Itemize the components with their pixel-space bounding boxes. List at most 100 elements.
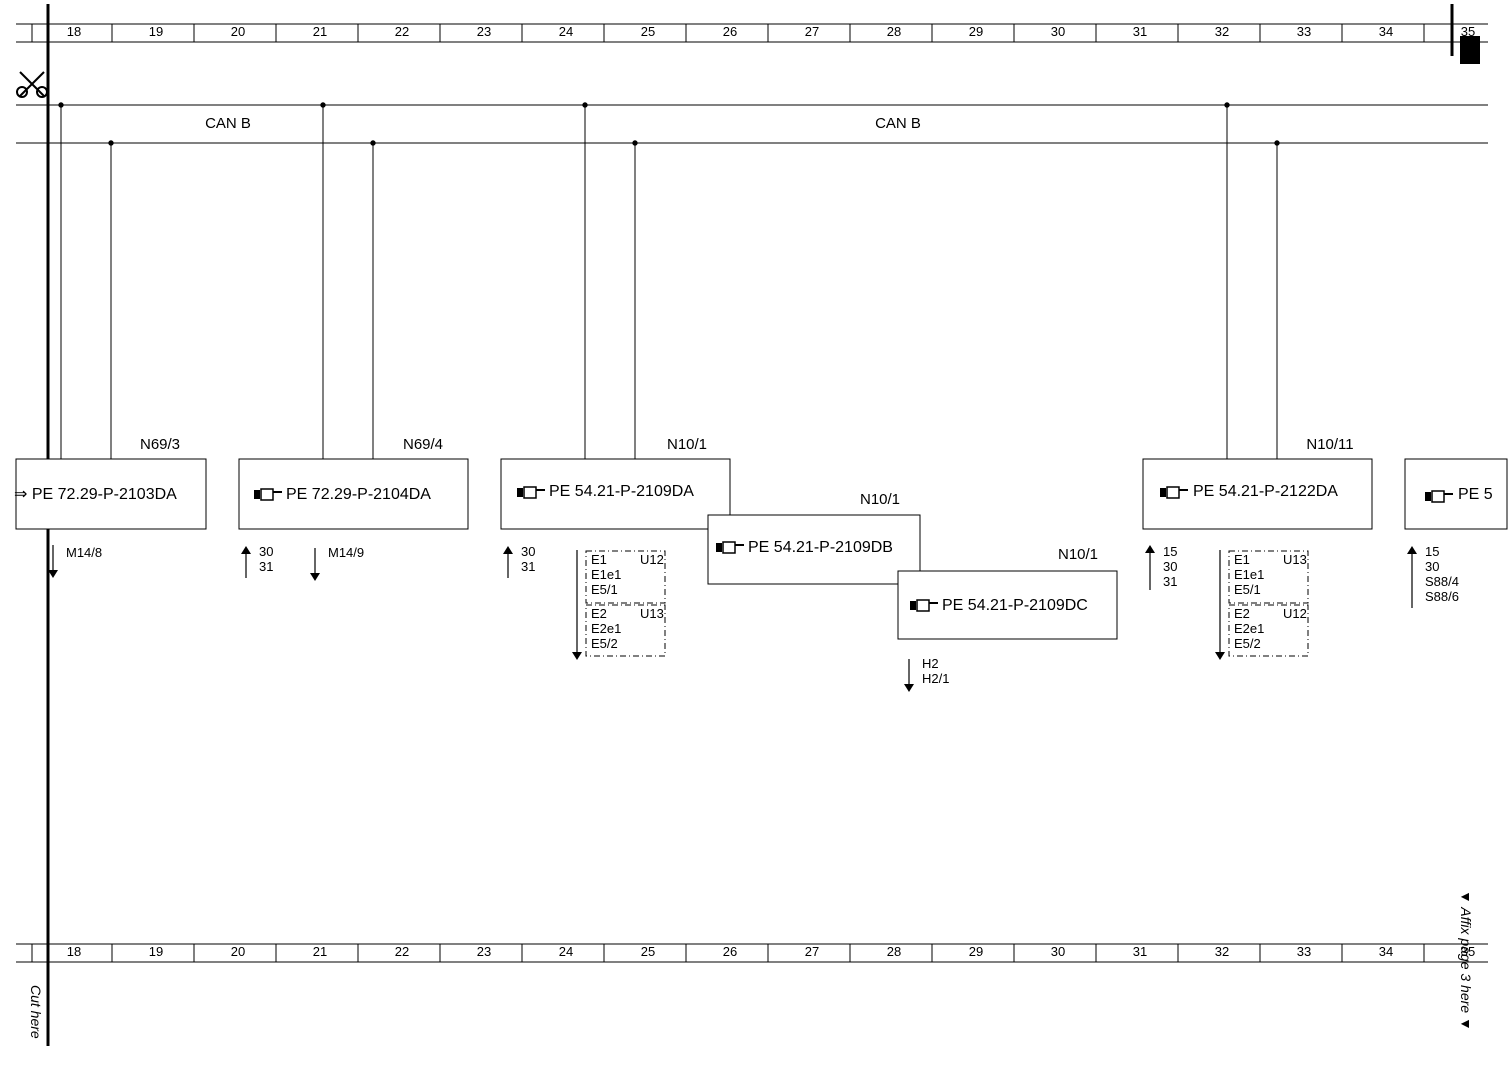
grid-number-32-top: 32 — [1215, 24, 1229, 39]
signal-label-30-a: 30 — [259, 544, 273, 559]
module-ref-n69-3[interactable]: ⇒ PE 72.29-P-2103DA — [14, 486, 177, 503]
module-ref-n10-1-dc[interactable]: PE 54.21-P-2109DC — [942, 597, 1088, 614]
grid-number-33-top: 33 — [1297, 24, 1311, 39]
module-id-n10-1-dc: N10/1 — [1058, 546, 1098, 563]
grid-number-28-bottom: 28 — [887, 944, 901, 959]
pointing-hand-icon — [1425, 490, 1453, 503]
cut-here-label: Cut here — [28, 985, 44, 1039]
signal-m14-9: M14/9 — [310, 545, 364, 581]
module-ref-n69-4[interactable]: PE 72.29-P-2104DA — [286, 486, 431, 503]
module-n10-1-da: N10/1 PE 54.21-P-2109DA — [500, 436, 731, 530]
module-n10-1-db: N10/1 PE 54.21-P-2109DB — [707, 491, 921, 585]
dashed-code-u13-right: U13 — [1283, 552, 1307, 567]
module-id-n10-1-da: N10/1 — [667, 436, 707, 453]
signal-label-15-r: 15 — [1425, 544, 1439, 559]
dashed-line-e1-left: E1 — [591, 552, 607, 567]
grid-number-24-top: 24 — [559, 24, 573, 39]
component-group-right: U13 E1 E1e1 E5/1 U12 E2 E2e1 E5/2 — [1215, 550, 1309, 660]
signal-label-m14-8: M14/8 — [66, 545, 102, 560]
grid-number-25-top: 25 — [641, 24, 655, 39]
module-id-n10-1-db: N10/1 — [860, 491, 900, 508]
signal-h2: H2 H2/1 — [904, 656, 949, 692]
grid-number-20-top: 20 — [231, 24, 245, 39]
bus-connections — [58, 102, 1280, 459]
grid-number-30-top: 30 — [1051, 24, 1065, 39]
module-id-n69-3: N69/3 — [140, 436, 180, 453]
grid-number-27-top: 27 — [805, 24, 819, 39]
grid-number-21-bottom: 21 — [313, 944, 327, 959]
module-n69-3: N69/3 ⇒ PE 72.29-P-2103DA — [14, 436, 207, 530]
can-bus-label-2: CAN B — [875, 115, 921, 132]
pointing-hand-icon — [910, 599, 938, 612]
signal-label-30-b: 30 — [521, 544, 535, 559]
signal-label-m14-9: M14/9 — [328, 545, 364, 560]
signal-15-30-31: 15 30 31 — [1145, 544, 1177, 590]
grid-number-33-bottom: 33 — [1297, 944, 1311, 959]
module-ref-n10-1-db[interactable]: PE 54.21-P-2109DB — [748, 539, 893, 556]
module-n10-1-dc: N10/1 PE 54.21-P-2109DC — [897, 546, 1118, 640]
signal-label-15: 15 — [1163, 544, 1177, 559]
pointing-hand-icon — [254, 488, 282, 501]
dashed-line-e2-right: E2 — [1234, 606, 1250, 621]
top-grid-strip: 18 19 20 21 22 23 24 25 26 27 28 29 30 3… — [16, 23, 1488, 43]
grid-number-29-top: 29 — [969, 24, 983, 39]
signal-label-h2: H2 — [922, 656, 939, 671]
grid-number-29-bottom: 29 — [969, 944, 983, 959]
page-marker-block — [1460, 36, 1480, 64]
dashed-line-e2-left: E2 — [591, 606, 607, 621]
grid-number-18-top: 18 — [67, 24, 81, 39]
dashed-line-e1e1-right: E1e1 — [1234, 567, 1264, 582]
module-id-n69-4: N69/4 — [403, 436, 443, 453]
scissors-icon — [16, 71, 48, 98]
dashed-code-u12-left: U12 — [640, 552, 664, 567]
grid-number-34-bottom: 34 — [1379, 944, 1393, 959]
signal-label-30-c: 30 — [1163, 559, 1177, 574]
dashed-line-e5-1-right: E5/1 — [1234, 582, 1261, 597]
grid-number-26-bottom: 26 — [723, 944, 737, 959]
module-n69-4: N69/4 PE 72.29-P-2104DA — [238, 436, 469, 530]
affix-page-label: ▼ Affix page 3 here ▼ — [1458, 890, 1474, 1031]
component-group-left: U12 E1 E1e1 E5/1 U13 E2 E2e1 E5/2 — [572, 550, 666, 660]
signal-label-31-a: 31 — [259, 559, 273, 574]
grid-number-19-bottom: 19 — [149, 944, 163, 959]
grid-number-26-top: 26 — [723, 24, 737, 39]
module-id-n10-11: N10/11 — [1306, 436, 1353, 453]
dashed-line-e5-1-left: E5/1 — [591, 582, 618, 597]
pointing-hand-icon — [716, 541, 744, 554]
grid-number-25-bottom: 25 — [641, 944, 655, 959]
grid-number-23-top: 23 — [477, 24, 491, 39]
bottom-grid-strip: 18 19 20 21 22 23 24 25 26 27 28 29 30 3… — [16, 943, 1488, 963]
grid-number-22-top: 22 — [395, 24, 409, 39]
signal-label-s88-4: S88/4 — [1425, 574, 1459, 589]
signal-30-31-b: 30 31 — [503, 544, 535, 578]
grid-number-31-top: 31 — [1133, 24, 1147, 39]
grid-number-20-bottom: 20 — [231, 944, 245, 959]
module-ref-partial[interactable]: PE 5 — [1458, 486, 1493, 503]
pointing-hand-icon — [1160, 486, 1188, 499]
module-partial-right: PE 5 — [1404, 458, 1508, 530]
signal-right-group: 15 30 S88/4 S88/6 — [1407, 544, 1459, 608]
signal-label-30-r: 30 — [1425, 559, 1439, 574]
grid-number-32-bottom: 32 — [1215, 944, 1229, 959]
dashed-line-e5-2-right: E5/2 — [1234, 636, 1261, 651]
signal-m14-8: M14/8 — [48, 545, 102, 578]
grid-number-35-bottom: 35 — [1461, 944, 1475, 959]
grid-number-19-top: 19 — [149, 24, 163, 39]
module-ref-n10-11[interactable]: PE 54.21-P-2122DA — [1193, 483, 1338, 500]
signal-label-h2-1: H2/1 — [922, 671, 949, 686]
module-ref-n10-1-da[interactable]: PE 54.21-P-2109DA — [549, 483, 694, 500]
grid-number-34-top: 34 — [1379, 24, 1393, 39]
grid-number-23-bottom: 23 — [477, 944, 491, 959]
grid-number-30-bottom: 30 — [1051, 944, 1065, 959]
module-n10-11: N10/11 PE 54.21-P-2122DA — [1142, 436, 1373, 530]
pointing-hand-icon — [517, 486, 545, 499]
dashed-line-e1e1-left: E1e1 — [591, 567, 621, 582]
grid-number-18-bottom: 18 — [67, 944, 81, 959]
grid-number-27-bottom: 27 — [805, 944, 819, 959]
grid-number-21-top: 21 — [313, 24, 327, 39]
dashed-code-u12-right: U12 — [1283, 606, 1307, 621]
signal-label-s88-6: S88/6 — [1425, 589, 1459, 604]
signal-label-31-c: 31 — [1163, 574, 1177, 589]
dashed-code-u13-left: U13 — [640, 606, 664, 621]
dashed-line-e5-2-left: E5/2 — [591, 636, 618, 651]
